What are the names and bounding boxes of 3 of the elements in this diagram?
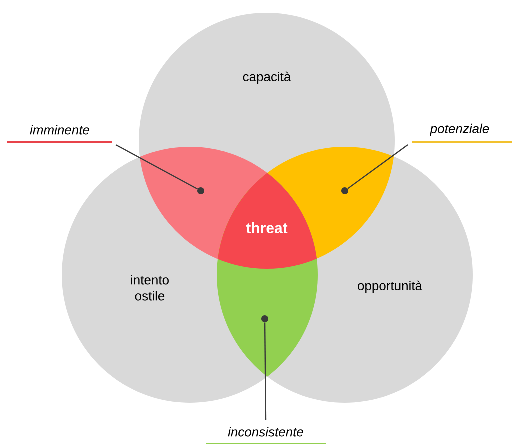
underlined-label: imminente <box>7 125 112 143</box>
underlined-label: inconsistente <box>206 427 326 444</box>
underlined-label: potenziale <box>412 124 512 143</box>
